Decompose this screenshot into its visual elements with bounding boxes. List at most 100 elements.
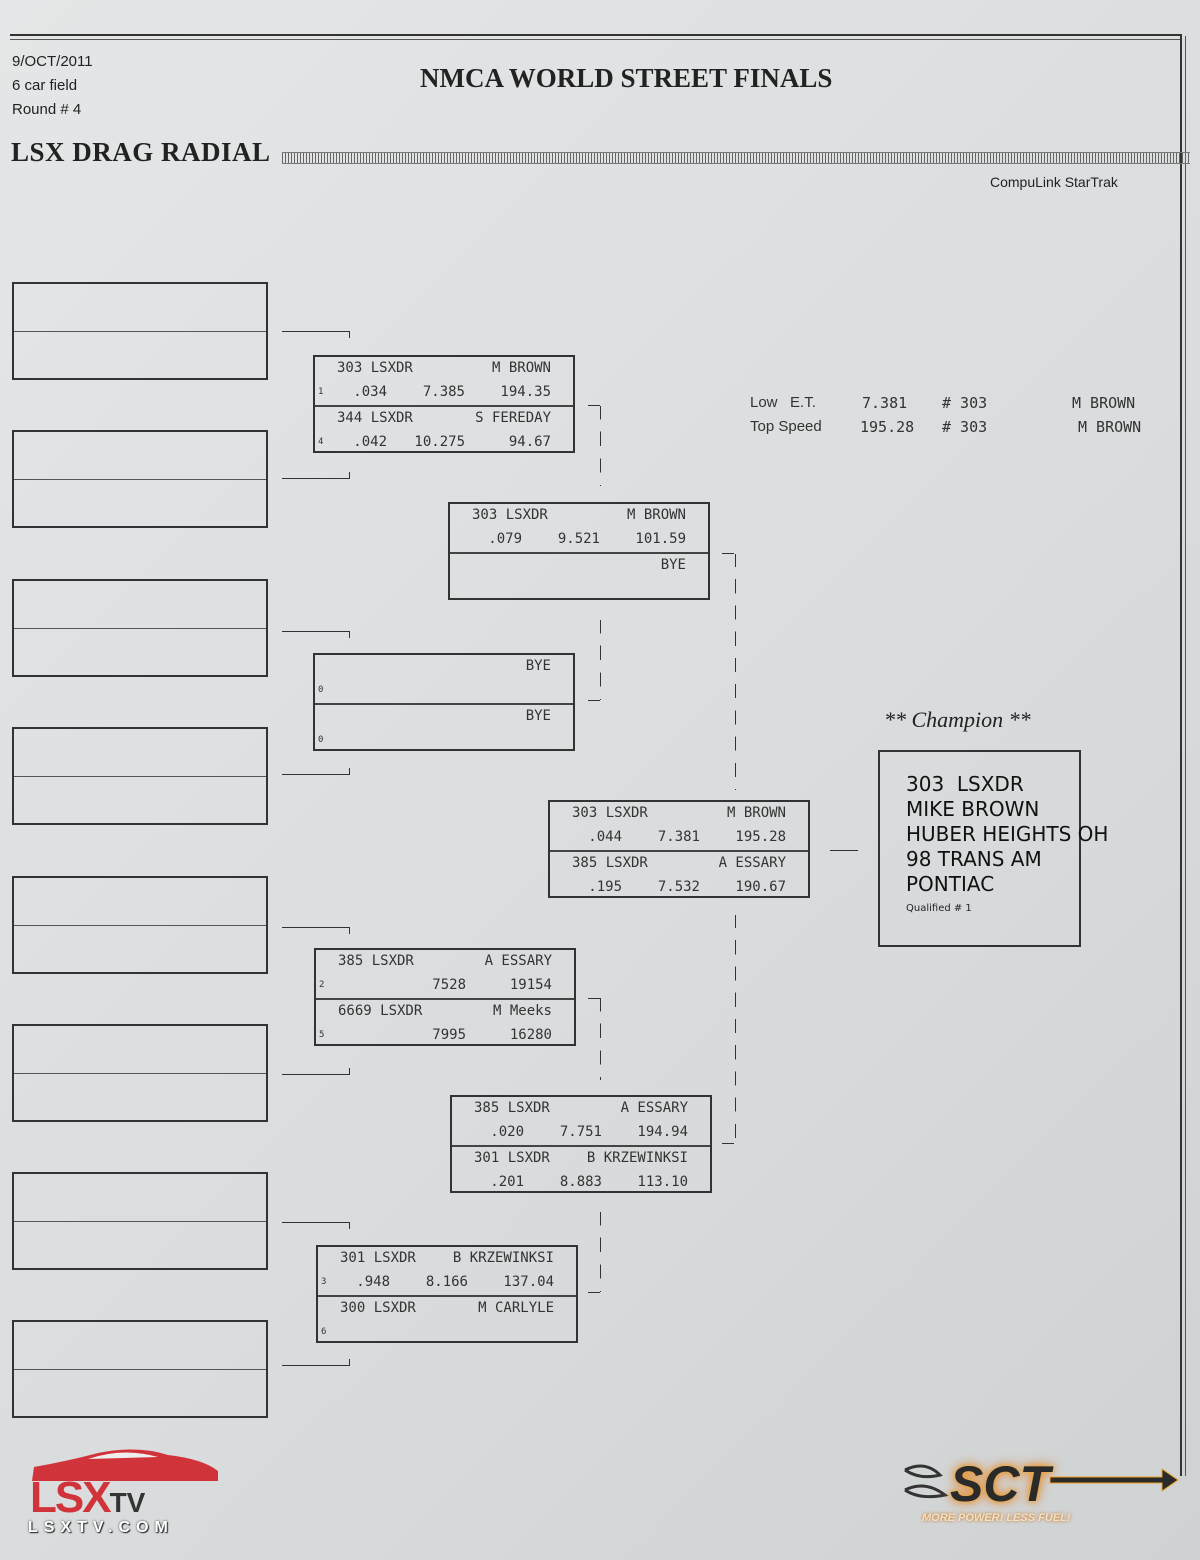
entry-et: 8.883: [559, 1174, 602, 1190]
entry-mph: 16280: [509, 1027, 552, 1043]
entry-mph: 137.04: [503, 1274, 554, 1290]
car-silhouette-icon: [32, 1449, 218, 1481]
champion-connector: [830, 850, 858, 851]
sct-logo: SCT MORE POWER! LESS FUEL!: [900, 1455, 1180, 1530]
entry-name: M BROWN: [626, 507, 686, 523]
empty-ladder-slot: [12, 1172, 268, 1270]
event-date: 9/OCT/2011: [12, 53, 93, 70]
title-rule: [282, 152, 1190, 164]
entry-mph: 190.67: [735, 879, 786, 895]
champion-title: ** Champion **: [884, 707, 1031, 732]
entry-seed: 0: [318, 735, 324, 745]
entry-et: 10.275: [414, 434, 465, 450]
lane-entry: 6669 LSXDR M Meeks 5 7995 16280: [316, 998, 574, 1046]
entry-name: A ESSARY: [620, 1100, 688, 1116]
slot-divider: [14, 1073, 266, 1074]
slot-divider: [14, 776, 266, 777]
champion-driver: MIKE BROWN: [906, 797, 1040, 821]
entry-car: 385 LSXDR: [338, 953, 414, 969]
lsx-suffix: TV: [109, 1487, 146, 1518]
entry-car: 344 LSXDR: [337, 410, 413, 426]
entry-name: B KRZEWINKSI: [452, 1250, 554, 1266]
entry-mph: 101.59: [635, 531, 686, 547]
bracket-connector: [282, 768, 350, 775]
lsxtv-logo: LSXTV LSXTV.COM: [28, 1445, 228, 1545]
entry-mph: 19154: [509, 977, 552, 993]
bracket-connector: [282, 472, 350, 479]
entry-car: 301 LSXDR: [474, 1150, 550, 1166]
bracket-connector: [282, 1359, 350, 1366]
connector-tick: [588, 1292, 600, 1293]
empty-ladder-slot: [12, 727, 268, 825]
entry-car: 385 LSXDR: [572, 855, 648, 871]
top-speed-value: 195.28: [860, 418, 915, 436]
bracket-connector: [282, 631, 350, 638]
entry-et: 8.166: [425, 1274, 468, 1290]
advance-connector: [600, 1212, 601, 1292]
entry-et: 7.381: [657, 829, 700, 845]
entry-car: 6669 LSXDR: [338, 1003, 423, 1019]
entry-car: 385 LSXDR: [474, 1100, 550, 1116]
entry-name: M BROWN: [726, 805, 786, 821]
entry-et: 9.521: [557, 531, 600, 547]
entry-et: 7528: [432, 977, 466, 993]
entry-seed: 1: [318, 387, 324, 397]
entry-name: BYE: [525, 708, 551, 724]
entry-name: BYE: [525, 658, 551, 674]
entry-name: BYE: [660, 557, 686, 573]
bracket-connector: [282, 331, 350, 338]
entry-et: 7.751: [559, 1124, 602, 1140]
bracket-connector: [282, 1068, 350, 1075]
entry-mph: 194.94: [637, 1124, 688, 1140]
lsx-brand: LSX: [30, 1473, 112, 1522]
entry-seed: 4: [318, 437, 324, 447]
lsx-url: LSXTV.COM: [28, 1519, 174, 1536]
low-et-car: # 303: [942, 394, 988, 412]
entry-et: 7.532: [657, 879, 700, 895]
slot-divider: [14, 1221, 266, 1222]
entry-name: S FEREDAY: [475, 410, 551, 426]
connector-tick: [588, 700, 600, 701]
entry-car: 300 LSXDR: [340, 1300, 416, 1316]
entry-name: M Meeks: [492, 1003, 552, 1019]
empty-ladder-slot: [12, 876, 268, 974]
top-speed-driver: M BROWN: [1078, 418, 1142, 436]
advance-connector: [735, 554, 736, 790]
entry-et: 7.385: [422, 384, 465, 400]
empty-ladder-slot: [12, 579, 268, 677]
advance-connector: [600, 620, 601, 700]
entry-mph: 195.28: [735, 829, 786, 845]
champion-qualified: Qualified # 1: [906, 903, 972, 914]
low-et-label: Low E.T.: [750, 394, 816, 411]
champion-make: PONTIAC: [906, 872, 995, 896]
field-size: 6 car field: [12, 77, 78, 94]
bracket-connector: [282, 1222, 350, 1229]
entry-car: 303 LSXDR: [472, 507, 548, 523]
event-title: NMCA WORLD STREET FINALS: [420, 63, 833, 93]
entry-seed: 3: [321, 1277, 327, 1287]
low-et-driver: M BROWN: [1072, 394, 1136, 412]
entry-seed: 5: [319, 1030, 325, 1040]
sct-brand: SCT: [950, 1456, 1050, 1512]
slot-divider: [14, 925, 266, 926]
entry-mph: 113.10: [637, 1174, 688, 1190]
entry-name: B KRZEWINKSI: [586, 1150, 688, 1166]
entry-rt: .948: [356, 1274, 390, 1290]
entry-et: 7995: [432, 1027, 466, 1043]
page-border-top: [10, 34, 1182, 40]
champion-vehicle: 98 TRANS AM: [906, 847, 1042, 871]
advance-connector: [600, 406, 601, 486]
connector-tick: [588, 405, 600, 406]
entry-rt: .034: [353, 384, 387, 400]
